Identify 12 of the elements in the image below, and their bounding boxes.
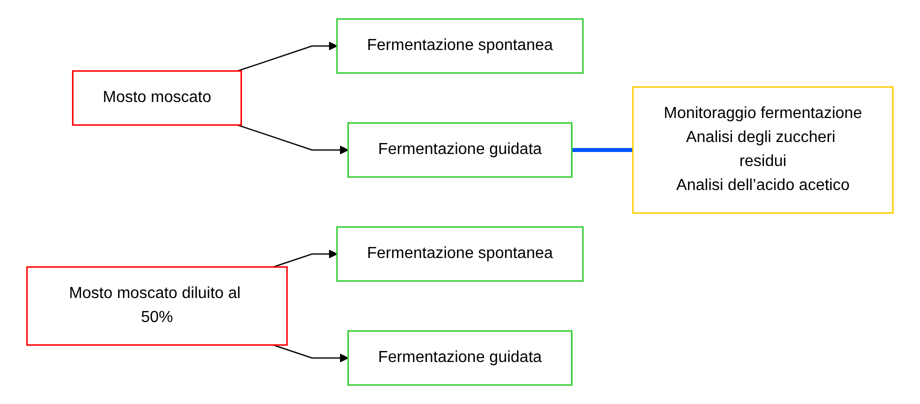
node-box: Fermentazione spontanea [336, 226, 584, 282]
node-box: Monitoraggio fermentazione Analisi degli zuccheri residui Analisi dell’acido acetico [632, 86, 894, 214]
arrow [237, 42, 338, 72]
arrow [237, 124, 349, 154]
arrow [273, 344, 349, 362]
node-box: Mosto moscato [72, 70, 242, 126]
node-box: Fermentazione guidata [347, 122, 573, 178]
connector [572, 148, 633, 152]
node-box: Fermentazione spontanea [336, 18, 584, 74]
arrow [273, 250, 338, 268]
node-box: Mosto moscato diluito al 50% [26, 266, 288, 346]
node-box: Fermentazione guidata [347, 330, 573, 386]
